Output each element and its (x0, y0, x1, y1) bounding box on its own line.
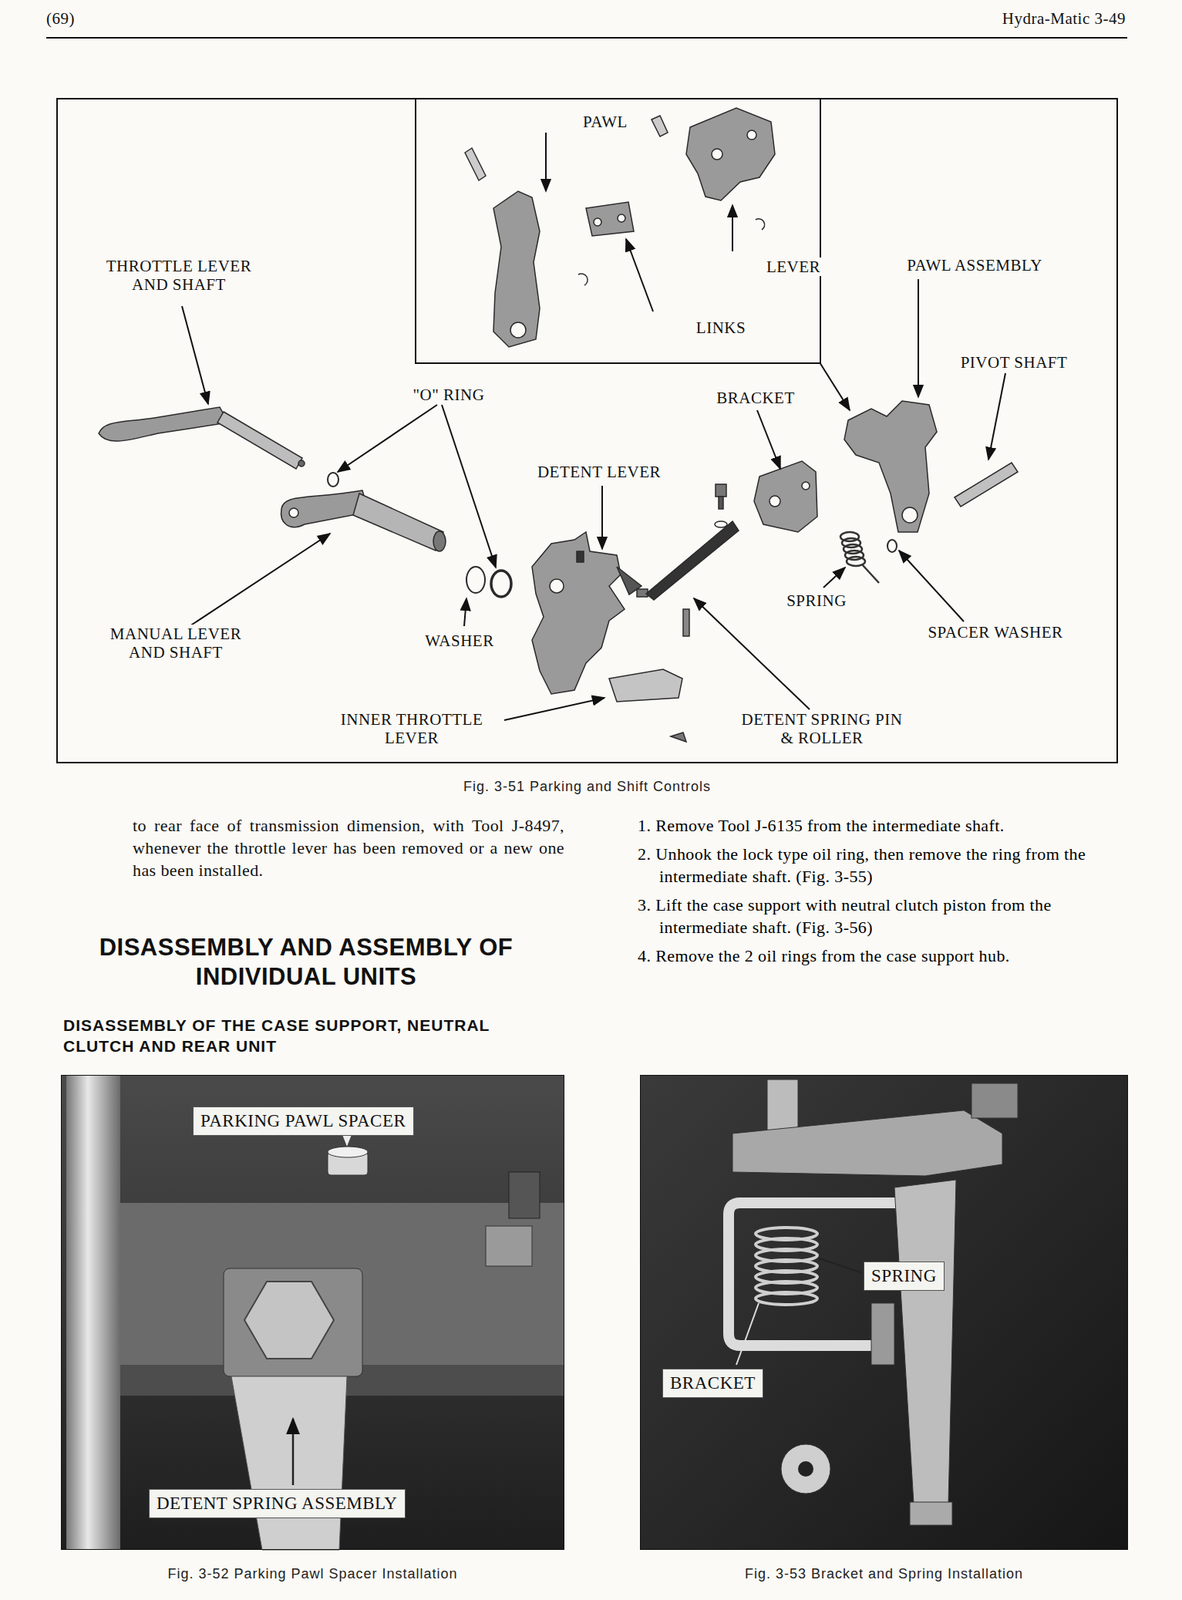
part-label: PAWL ASSEMBLY (904, 255, 1045, 275)
part-label: BRACKET (713, 388, 798, 408)
photo-label-box: BRACKET (662, 1368, 764, 1398)
photo-label: BRACKET (670, 1373, 756, 1394)
step-item: 2. Unhook the lock type oil ring, then r… (637, 842, 1126, 888)
part-label: DETENT SPRING PIN & ROLLER (739, 710, 906, 748)
figure-frame: Fig. 3-51 Parking and Shift ControlsPAWL… (56, 97, 1119, 764)
body-text: to rear face of transmission dimension, … (132, 814, 565, 882)
step-item: 4. Remove the 2 oil rings from the case … (637, 944, 1126, 967)
photo-frame: Fig. 3-53 Bracket and Spring Installatio… (639, 1074, 1129, 1550)
photo-label: SPRING (871, 1266, 937, 1287)
step-item: 1. Remove Tool J-6135 from the intermedi… (637, 814, 1126, 837)
part-label: SPRING (784, 591, 849, 610)
part-label: "O" RING (410, 385, 488, 405)
part-label: WASHER (422, 631, 496, 650)
running-head: Hydra-Matic 3-49 (1002, 9, 1126, 29)
part-label: PIVOT SHAFT (958, 353, 1071, 372)
leader-lines (181, 132, 1006, 721)
photo-bracket-spring (639, 1074, 1129, 1550)
subsection-heading: DISASSEMBLY OF THE CASE SUPPORT, NEUTRAL… (63, 1014, 542, 1057)
photo-label: PARKING PAWL SPACER (200, 1111, 407, 1132)
step-list: 1. Remove Tool J-6135 from the intermedi… (637, 814, 1126, 974)
part-label: PAWL (580, 112, 630, 132)
header-rule (46, 37, 1128, 39)
photo-label-box: SPRING (863, 1261, 945, 1291)
photo-frame: Fig. 3-52 Parking Pawl Spacer Installati… (60, 1074, 565, 1550)
figure-caption: Fig. 3-53 Bracket and Spring Installatio… (640, 1565, 1128, 1583)
photo-label-box: DETENT SPRING ASSEMBLY (148, 1488, 406, 1519)
part-label: LINKS (693, 318, 748, 337)
inset-box: PAWL LEVER LINKS (414, 97, 822, 364)
step-item: 3. Lift the case support with neutral cl… (637, 893, 1126, 939)
figure-caption: Fig. 3-51 Parking and Shift Controls (57, 778, 1117, 795)
part-label: SPACER WASHER (925, 622, 1065, 642)
photo-parking-pawl-spacer (60, 1074, 565, 1550)
part-label: INNER THROTTLE LEVER (329, 710, 496, 748)
photo-label-box: PARKING PAWL SPACER (192, 1106, 415, 1136)
part-label: MANUAL LEVER AND SHAFT (93, 624, 260, 662)
page-number: (69) (46, 9, 75, 29)
photo-label: DETENT SPRING ASSEMBLY (156, 1493, 398, 1514)
part-label: THROTTLE LEVER AND SHAFT (96, 256, 263, 294)
part-label: DETENT LEVER (535, 462, 664, 482)
section-heading: DISASSEMBLY AND ASSEMBLY OF INDIVIDUAL U… (82, 932, 530, 992)
part-label: LEVER (764, 257, 823, 277)
figure-caption: Fig. 3-52 Parking Pawl Spacer Installati… (61, 1565, 564, 1583)
